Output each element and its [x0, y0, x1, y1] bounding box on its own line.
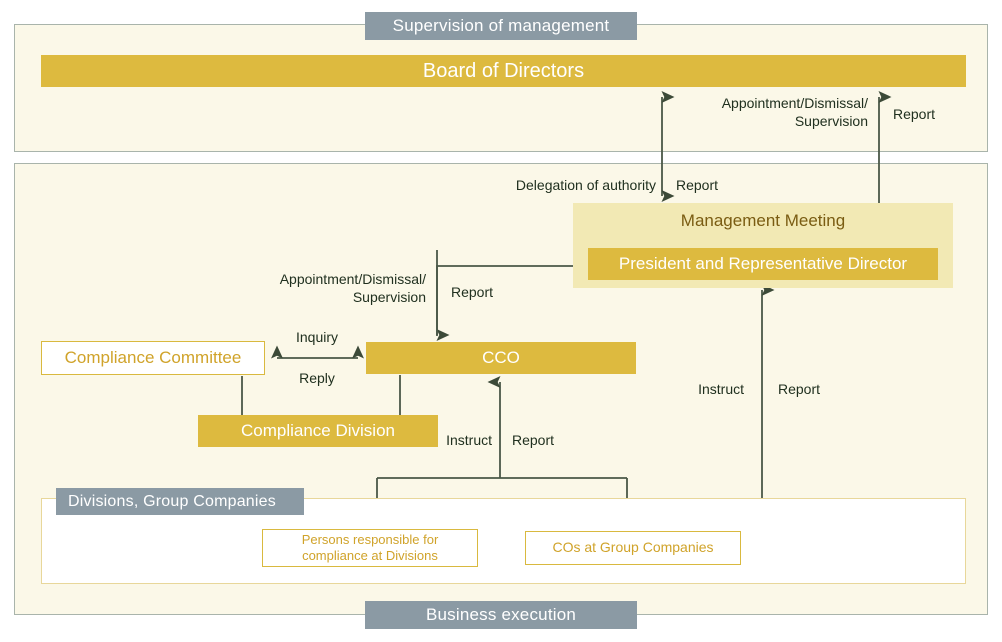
label-report-board-right: Report [893, 106, 936, 122]
label-inquiry: Inquiry [295, 329, 339, 345]
label-report-board-center: Report [676, 177, 719, 193]
panel-supervision-of-management [14, 24, 988, 152]
label-report-cco-to-president: Report [451, 284, 494, 300]
banner-divisions-group-companies: Divisions, Group Companies [56, 488, 304, 515]
node-management-meeting-label: Management Meeting [680, 211, 846, 230]
node-cco[interactable]: CCO [366, 342, 636, 374]
banner-supervision-of-management: Supervision of management [365, 12, 637, 40]
node-cos-at-group-companies[interactable]: COs at Group Companies [525, 531, 741, 565]
node-persons-responsible-for-compliance-at-divisions[interactable]: Persons responsible for compliance at Di… [262, 529, 478, 567]
node-compliance-division[interactable]: Compliance Division [198, 415, 438, 447]
label-report-president: Report [778, 381, 821, 397]
label-instruct-cco: Instruct [446, 432, 492, 448]
label-appointment-dismissal-supervision-cco: Appointment/Dismissal/ Supervision [279, 271, 426, 305]
label-instruct-president: Instruct [698, 381, 744, 397]
banner-business-execution: Business execution [365, 601, 637, 629]
node-board-of-directors[interactable]: Board of Directors [41, 55, 966, 87]
node-president-and-representative-director[interactable]: President and Representative Director [588, 248, 938, 280]
label-reply: Reply [299, 370, 335, 386]
label-report-cco: Report [512, 432, 555, 448]
node-compliance-committee[interactable]: Compliance Committee [41, 341, 265, 375]
label-appointment-dismissal-supervision-board: Appointment/Dismissal/ Supervision [721, 95, 868, 129]
label-delegation-of-authority: Delegation of authority [515, 177, 656, 193]
